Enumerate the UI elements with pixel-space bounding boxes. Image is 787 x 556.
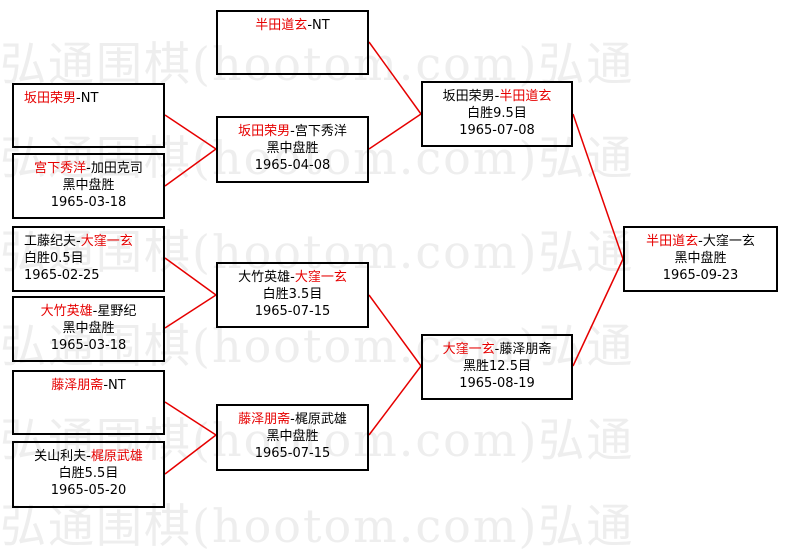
match-date: 1965-07-15 bbox=[254, 304, 331, 319]
match-date: 1965-03-18 bbox=[50, 195, 127, 210]
player-separator: - bbox=[494, 89, 500, 104]
players-line: 藤泽朋斋-梶原武雄 bbox=[218, 411, 367, 428]
match-date: 1965-09-23 bbox=[662, 268, 739, 283]
connector-line bbox=[164, 294, 217, 329]
player-name: 梶原武雄 bbox=[294, 412, 347, 427]
match-date: 1965-07-08 bbox=[459, 123, 535, 138]
player-name: 坂田荣男 bbox=[442, 89, 495, 104]
match-result: 黑中盘胜 bbox=[62, 178, 115, 193]
match-box: 坂田荣男-NT bbox=[12, 83, 165, 148]
bracket-connectors bbox=[164, 41, 624, 475]
player-separator: - bbox=[86, 161, 91, 176]
players-line: 半田道玄-NT bbox=[218, 17, 367, 34]
match-result: 黑中盘胜 bbox=[266, 429, 319, 444]
connector-line bbox=[164, 257, 217, 296]
match-date: 1965-04-08 bbox=[254, 158, 331, 173]
connector-line bbox=[368, 113, 422, 150]
connector-line bbox=[164, 114, 217, 150]
match-result: 白胜3.5目 bbox=[262, 287, 323, 302]
players-line: 半田道玄-大窪一玄 bbox=[625, 233, 776, 250]
connector-line bbox=[164, 434, 217, 475]
connector-line bbox=[572, 258, 624, 367]
player-name: 加田克司 bbox=[90, 161, 143, 176]
players-line: 关山利夫-梶原武雄 bbox=[14, 448, 163, 465]
match-result: 黑中盘胜 bbox=[266, 141, 319, 156]
match-result: 黑中盘胜 bbox=[62, 321, 115, 336]
players-line: 藤泽朋斋-NT bbox=[14, 377, 163, 394]
player-name: 半田道玄 bbox=[255, 18, 308, 33]
player-separator: - bbox=[103, 378, 109, 393]
players-line: 大竹英雄-星野纪 bbox=[14, 303, 163, 320]
player-name: 大窪一玄 bbox=[294, 270, 347, 285]
match-result: 黑中盘胜 bbox=[674, 251, 727, 266]
player-name: NT bbox=[108, 378, 126, 393]
match-date: 1965-02-25 bbox=[24, 268, 100, 283]
player-separator: - bbox=[290, 412, 295, 427]
match-result: 白胜9.5目 bbox=[467, 106, 527, 121]
match-box: 藤泽朋斋-NT bbox=[12, 370, 165, 435]
player-name: 藤泽朋斋 bbox=[238, 412, 291, 427]
match-result: 白胜0.5目 bbox=[24, 251, 84, 266]
match-date: 1965-07-15 bbox=[254, 446, 331, 461]
player-name: 宫下秀洋 bbox=[294, 124, 347, 139]
player-name: 关山利夫 bbox=[34, 449, 87, 464]
player-name: 藤泽朋斋 bbox=[499, 342, 552, 357]
player-name: 大竹英雄 bbox=[238, 270, 291, 285]
player-separator: - bbox=[76, 234, 81, 249]
player-name: 半田道玄 bbox=[499, 89, 552, 104]
player-name: 大窪一玄 bbox=[442, 342, 495, 357]
player-name: 大窪一玄 bbox=[80, 234, 133, 249]
match-box: 半田道玄-NT bbox=[216, 10, 369, 75]
players-line: 宫下秀洋-加田克司 bbox=[14, 160, 163, 177]
connector-line bbox=[368, 294, 422, 367]
player-separator: - bbox=[307, 18, 313, 33]
players-line: 工藤纪夫-大窪一玄 bbox=[24, 233, 163, 250]
connector-line bbox=[572, 113, 624, 260]
player-name: 藤泽朋斋 bbox=[51, 378, 104, 393]
match-result: 黑胜12.5目 bbox=[463, 359, 531, 374]
player-name: 星野纪 bbox=[97, 304, 137, 319]
player-separator: - bbox=[86, 449, 91, 464]
player-separator: - bbox=[76, 91, 81, 106]
match-date: 1965-03-18 bbox=[50, 338, 127, 353]
player-name: 坂田荣男 bbox=[238, 124, 291, 139]
players-line: 大窪一玄-藤泽朋斋 bbox=[423, 341, 571, 358]
player-separator: - bbox=[92, 304, 98, 319]
players-line: 大竹英雄-大窪一玄 bbox=[218, 269, 367, 286]
match-date: 1965-05-20 bbox=[50, 483, 127, 498]
connector-line bbox=[368, 365, 422, 436]
player-separator: - bbox=[290, 270, 295, 285]
player-separator: - bbox=[290, 124, 295, 139]
players-line: 坂田荣男-半田道玄 bbox=[423, 88, 571, 105]
player-name: 大竹英雄 bbox=[40, 304, 93, 319]
player-separator: - bbox=[494, 342, 500, 357]
player-name: 半田道玄 bbox=[646, 234, 699, 249]
player-name: 大窪一玄 bbox=[702, 234, 755, 249]
players-line: 坂田荣男-宫下秀洋 bbox=[218, 123, 367, 140]
connector-line bbox=[164, 401, 217, 436]
player-name: 宫下秀洋 bbox=[34, 161, 87, 176]
player-name: NT bbox=[80, 91, 99, 106]
player-name: 梶原武雄 bbox=[90, 449, 143, 464]
match-date: 1965-08-19 bbox=[459, 376, 535, 391]
player-name: 坂田荣男 bbox=[24, 91, 77, 106]
connector-line bbox=[164, 148, 217, 187]
player-name: NT bbox=[312, 18, 330, 33]
players-line: 坂田荣男-NT bbox=[24, 90, 163, 107]
player-separator: - bbox=[698, 234, 703, 249]
match-result: 白胜5.5目 bbox=[58, 466, 119, 481]
player-name: 工藤纪夫 bbox=[24, 234, 77, 249]
connector-line bbox=[368, 41, 422, 115]
